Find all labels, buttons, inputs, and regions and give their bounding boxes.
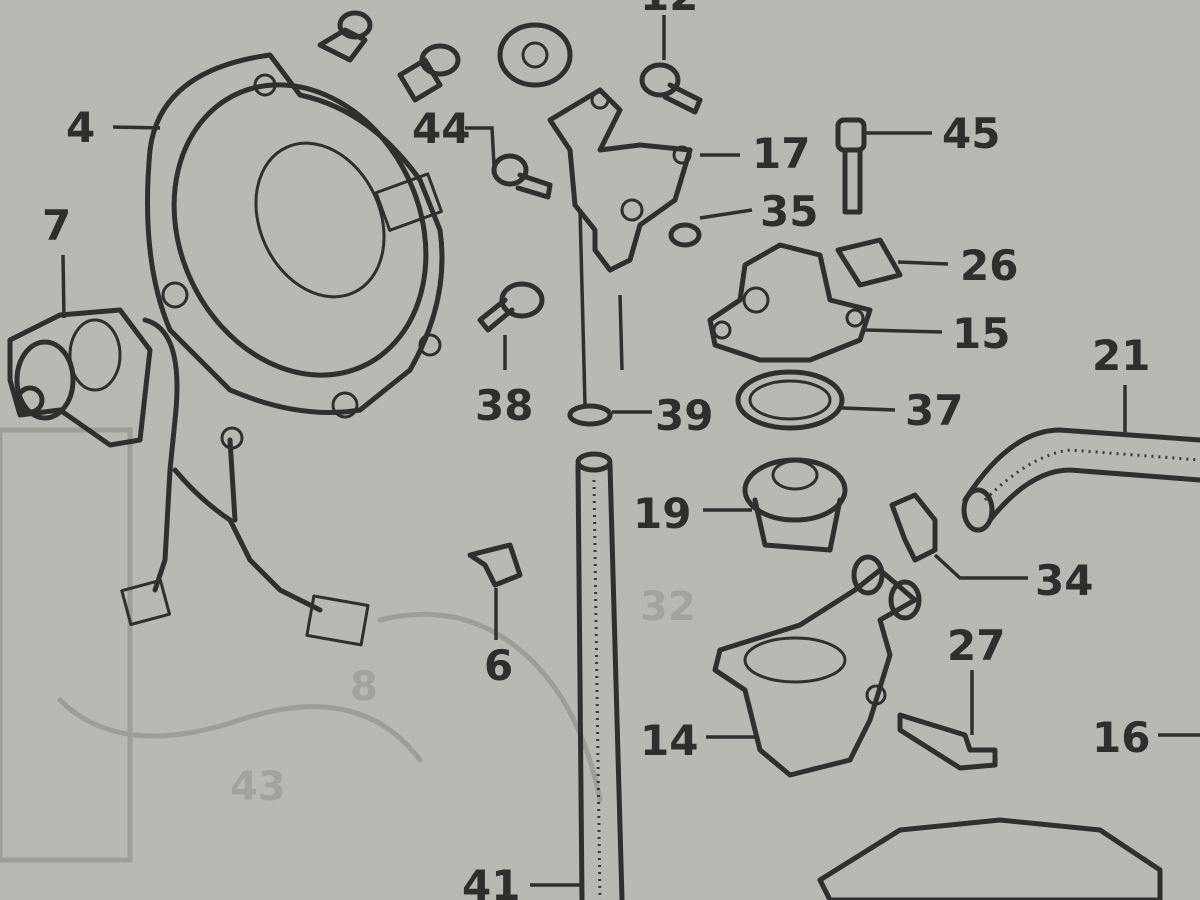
long-hose — [575, 209, 625, 900]
thermostat — [742, 457, 848, 553]
callout-37: 37 — [905, 386, 963, 435]
wire-harness — [120, 317, 370, 647]
callout-45: 45 — [942, 109, 1000, 158]
fan-motor — [7, 307, 153, 448]
gasket-inner-ring — [748, 379, 832, 421]
fan-shroud — [145, 52, 445, 419]
bolt-38 — [477, 281, 545, 333]
ghost-label-8: 8 — [350, 664, 378, 710]
bolt-45 — [835, 117, 867, 215]
callout-44: 44 — [412, 104, 470, 153]
leader-lines — [61, 15, 1200, 887]
ghost-label-43: 43 — [230, 764, 286, 810]
bleed-through-background: 43 8 32 — [0, 427, 696, 863]
callout-labels: 4 7 44 17 45 35 26 15 21 38 39 37 19 34 … — [42, 0, 1150, 900]
callout-16: 16 — [1092, 713, 1150, 762]
thermostat-cover — [707, 242, 873, 363]
ghost-radiator-outline — [0, 427, 133, 863]
thermostat-housing — [712, 554, 922, 778]
callout-12: 12 — [640, 0, 698, 20]
nut-top — [497, 22, 573, 88]
callout-39: 39 — [655, 391, 713, 440]
callout-17: 17 — [752, 129, 810, 178]
clip-6 — [467, 542, 523, 588]
callout-26: 26 — [960, 241, 1018, 290]
callout-19: 19 — [633, 489, 691, 538]
callout-21: 21 — [1092, 331, 1150, 380]
callout-41: 41 — [462, 861, 520, 900]
callout-7: 7 — [42, 201, 71, 250]
clip-34 — [889, 492, 938, 563]
ghost-hose-outline — [57, 697, 423, 763]
bolt-44 — [491, 153, 553, 200]
callout-27: 27 — [947, 621, 1005, 670]
clamp-39 — [567, 403, 613, 427]
callout-34: 34 — [1035, 556, 1093, 605]
washer-35 — [668, 222, 702, 248]
bolt-top-center — [397, 43, 461, 103]
tag-26 — [835, 237, 903, 288]
bolt-12 — [639, 62, 703, 115]
bolt-top-left — [317, 10, 373, 63]
lower-component — [817, 817, 1163, 900]
ghost-bracket-outline — [377, 611, 603, 803]
callout-15: 15 — [952, 309, 1010, 358]
callout-6: 6 — [484, 641, 513, 690]
temperature-sensor — [897, 712, 998, 771]
callout-38: 38 — [475, 381, 533, 430]
water-outlet-fitting — [547, 87, 693, 371]
ghost-label-32: 32 — [640, 584, 696, 630]
hose-21 — [961, 427, 1200, 533]
thermostat-gasket — [735, 369, 845, 431]
callout-14: 14 — [640, 716, 698, 765]
callout-4: 4 — [66, 103, 95, 152]
callout-35: 35 — [760, 187, 818, 236]
